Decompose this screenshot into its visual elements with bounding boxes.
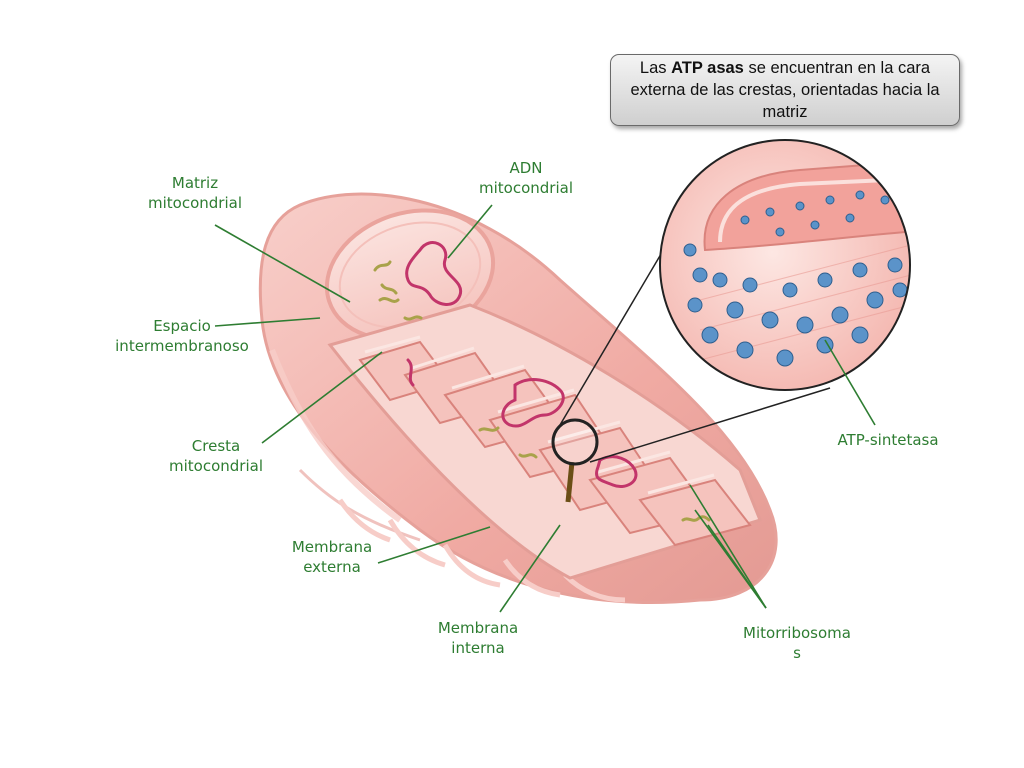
leader-lines — [214, 204, 876, 613]
atp-callout-box: Las ATP asas se encuentran en la cara ex… — [610, 54, 960, 126]
zoom-detail — [659, 139, 911, 391]
label-atp-sintetasa: ATP-sintetasa — [837, 431, 939, 449]
callout-suffix: se encuentran en la cara externa de las … — [630, 59, 940, 121]
callout-bold: ATP asas — [671, 59, 744, 77]
mitochondrial-dna — [405, 241, 638, 488]
magnifier-icon — [551, 418, 599, 503]
mitoribosomes — [373, 260, 711, 522]
callout-prefix: Las — [639, 59, 672, 77]
inner-compartment — [327, 303, 762, 580]
